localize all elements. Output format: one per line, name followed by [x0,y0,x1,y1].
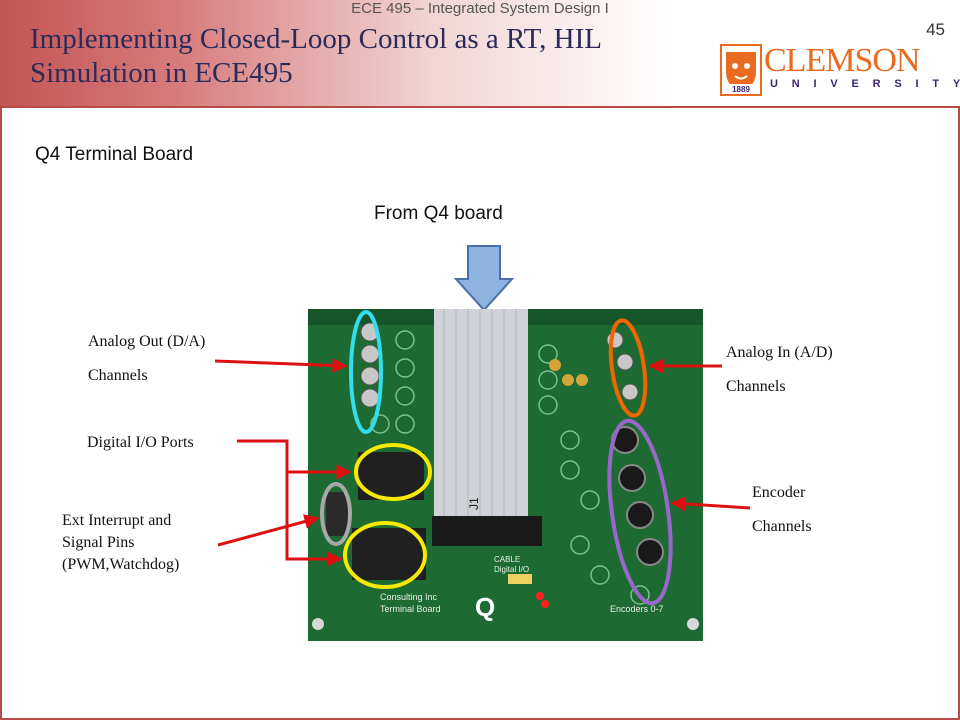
slide-number: 45 [926,20,945,39]
from-board-label: From Q4 board [374,203,503,224]
logo-year: 1889 [732,85,750,94]
slide-title: Implementing Closed-Loop Control as a RT… [30,22,710,90]
section-heading: Q4 Terminal Board [35,144,194,165]
analog-in-label-line-2: Channels [726,378,786,395]
board-j1-label: J1 [467,497,481,510]
encoder-highlight [607,418,673,606]
title-line-2: Simulation in ECE495 [30,57,293,89]
board-digital-label: Digital I/O [494,565,529,574]
digital-io-header-bottom [352,528,426,580]
ext-interrupt-label-line-2: Signal Pins [62,534,135,551]
analog-in-highlight [608,318,648,418]
board-q-logo: Q [475,592,495,622]
analog-out-highlight [349,310,383,434]
ribbon-cable [434,309,528,521]
digital-io-top-highlight [354,443,432,501]
ext-interrupt-highlight [320,482,352,546]
digital-io-label: Digital I/O Ports [87,434,194,451]
digital-io-arrow-bottom [285,472,343,567]
analog-in-label: Analog In (A/D) Channels [726,336,833,404]
encoder-arrow [670,496,751,512]
ext-interrupt-label-line-1: Ext Interrupt and [62,512,172,529]
ext-interrupt-arrow [217,514,320,547]
slide-header [0,0,960,108]
header-divider [0,106,960,108]
clemson-logo: 1889 CLEMSON UNIVERSITY [720,42,960,96]
digital-io-bottom-highlight [343,521,427,589]
encoder-label-line-2: Channels [752,518,812,535]
logo-wordmark: CLEMSON [764,42,920,79]
course-name: ECE 495 – Integrated System Design I [351,0,609,17]
down-arrow-icon [453,245,515,312]
tiger-paw-icon: 1889 [720,44,762,96]
ext-interrupt-header [326,492,348,536]
encoder-label-line-1: Encoder [752,484,806,501]
ext-interrupt-label: Ext Interrupt and Signal Pins (PWM,Watch… [62,510,179,576]
analog-in-label-line-1: Analog In (A/D) [726,344,833,361]
analog-out-label-line-2: Channels [88,367,148,384]
title-line-1: Implementing Closed-Loop Control as a RT… [30,23,602,55]
board-cable-label: CABLE [494,555,520,564]
ribbon-connector [432,516,542,546]
logo-university: UNIVERSITY [770,78,960,90]
board-name-2: Terminal Board [380,604,441,614]
encoder-label: Encoder Channels [752,476,812,544]
board-name-1: Consulting Inc [380,592,438,602]
analog-out-label-line-1: Analog Out (D/A) [88,333,206,350]
ext-interrupt-label-line-3: (PWM,Watchdog) [62,556,180,573]
board-encoders-label: Encoders 0-7 [610,604,664,614]
digital-io-arrow-top [237,439,352,480]
analog-out-arrow [214,357,348,373]
analog-out-label: Analog Out (D/A) Channels [88,325,205,393]
